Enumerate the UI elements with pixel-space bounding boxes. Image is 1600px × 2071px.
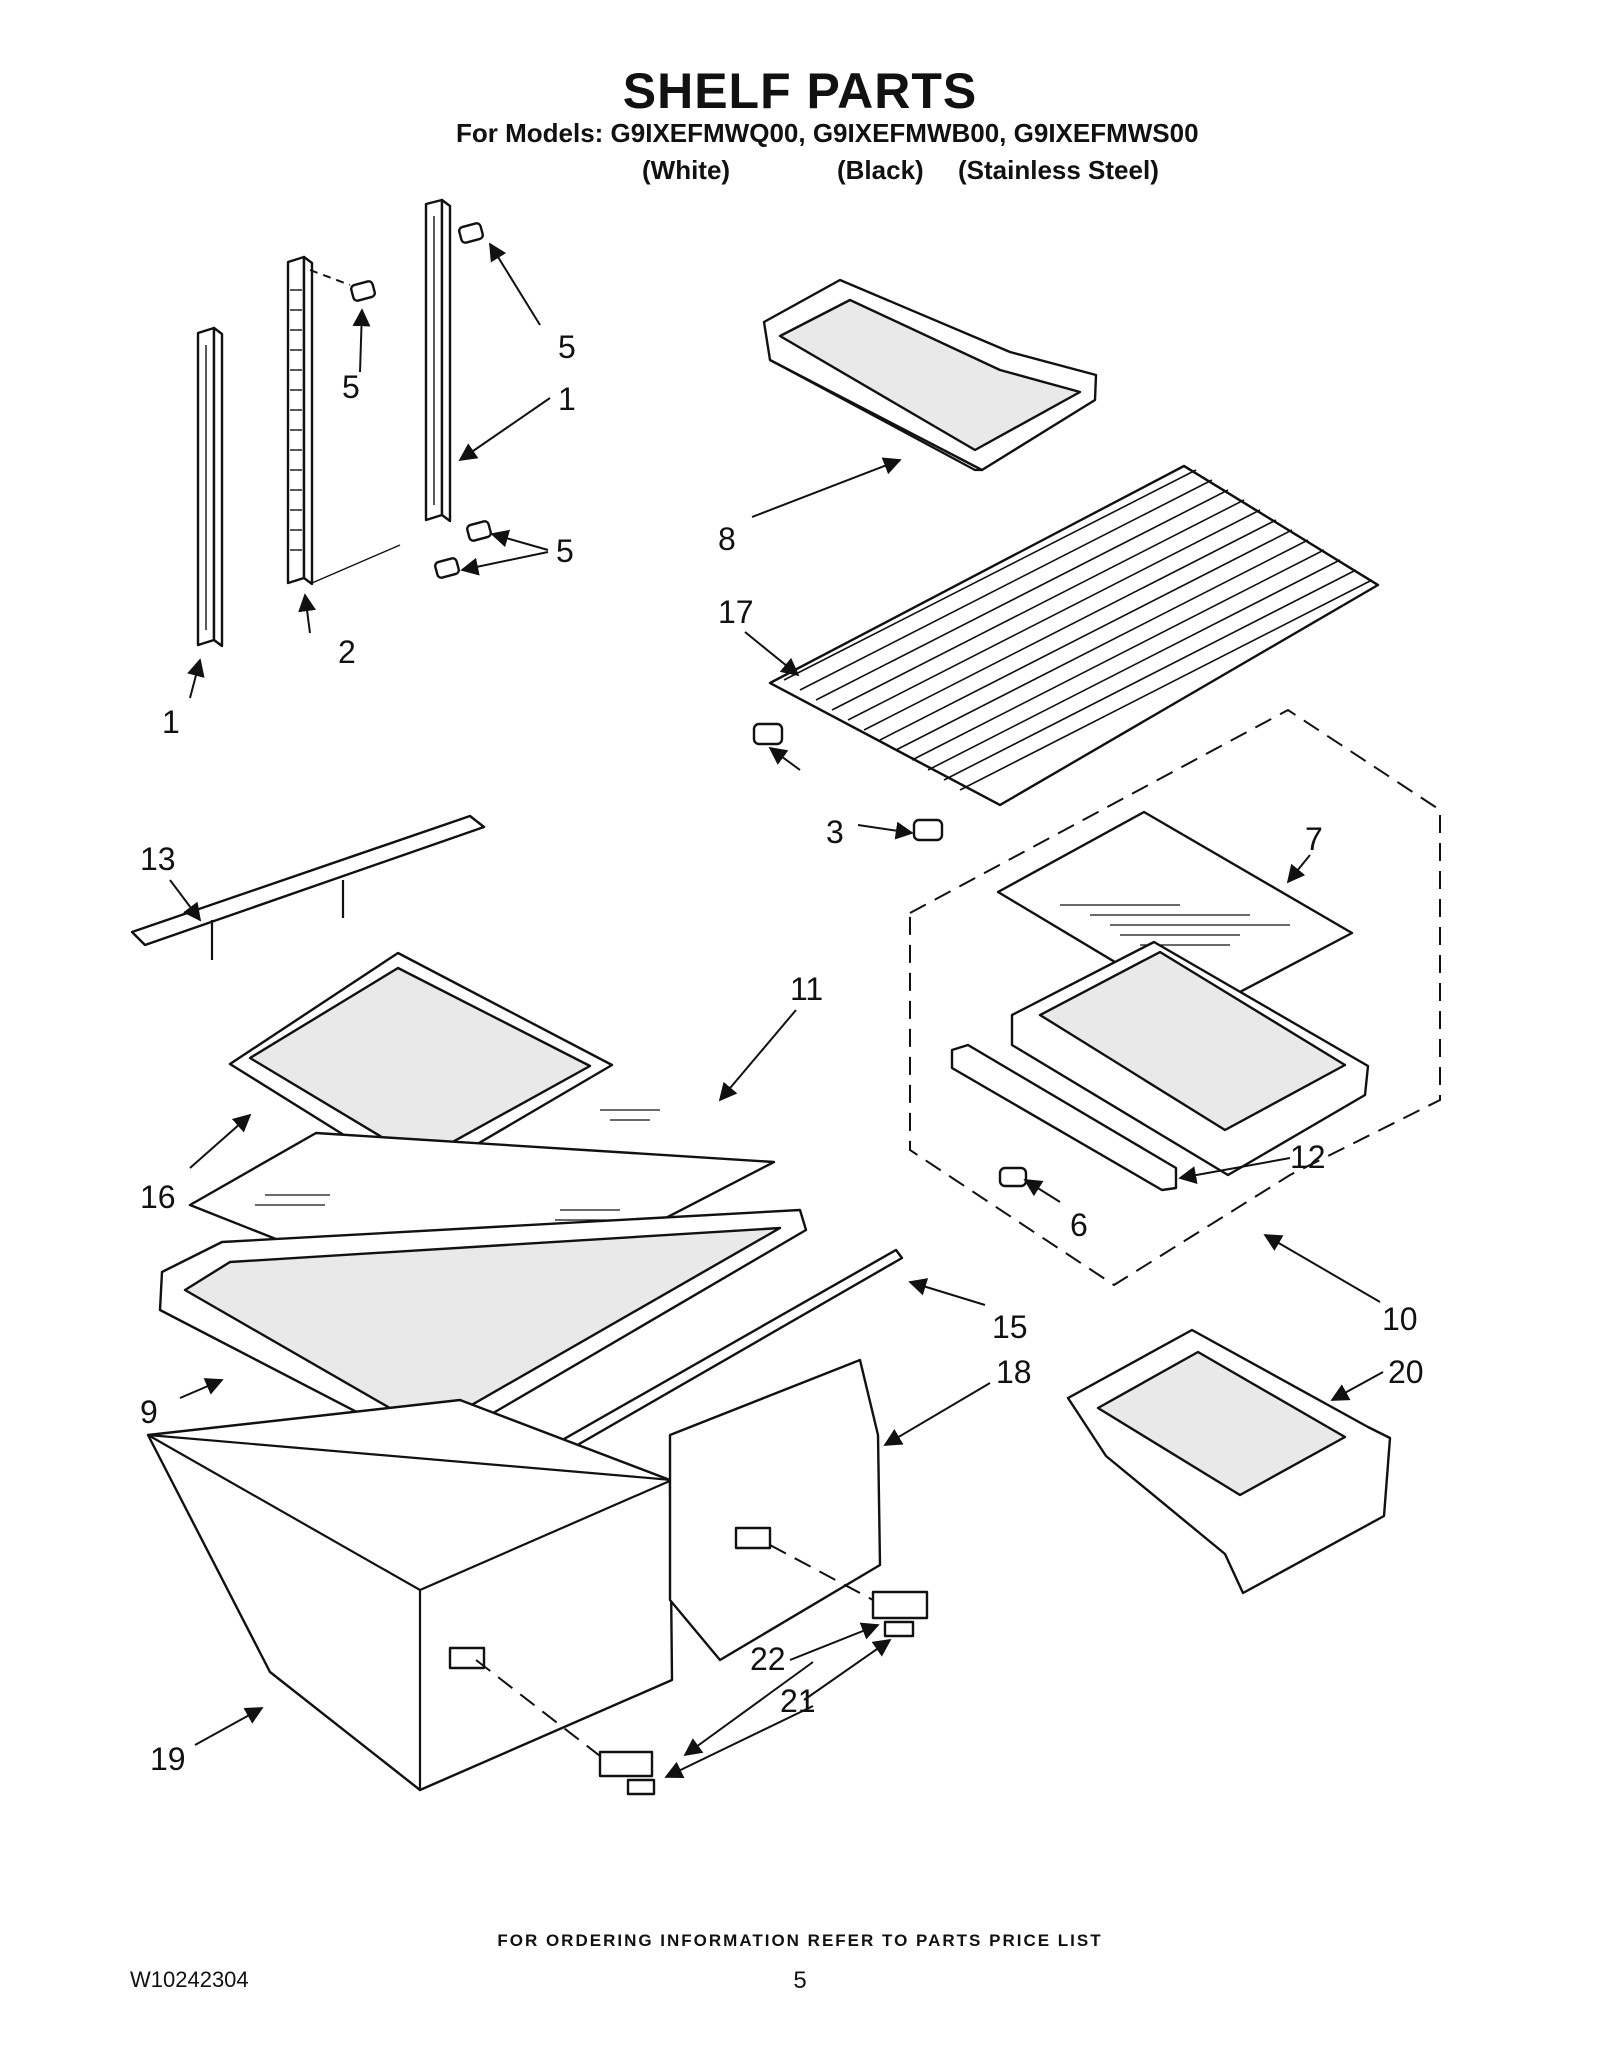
part-2-shelf-ladder xyxy=(286,255,401,586)
callout-10: 10 xyxy=(1382,1301,1418,1337)
callout-21: 21 xyxy=(780,1683,816,1719)
part-17-wire-shelf xyxy=(768,464,1380,807)
part-8-bin xyxy=(762,278,1098,472)
callout-12: 12 xyxy=(1290,1139,1326,1175)
callout-16: 16 xyxy=(140,1179,176,1215)
callout-17: 17 xyxy=(718,594,754,630)
part-9-shelf-frame xyxy=(158,1208,808,1452)
callout-18: 18 xyxy=(996,1354,1032,1390)
part-13-shelf-cover xyxy=(130,814,486,960)
part-21-clip xyxy=(626,1620,915,1796)
part-10-shelf-frame xyxy=(1010,940,1370,1177)
part-20-drawer xyxy=(1066,1328,1392,1595)
part-12-bracket xyxy=(950,1043,1178,1192)
callout-6: 6 xyxy=(1070,1207,1088,1243)
ordering-note: FOR ORDERING INFORMATION REFER TO PARTS … xyxy=(497,1931,1103,1950)
callout-13: 13 xyxy=(140,841,176,877)
callout-7: 7 xyxy=(1305,821,1323,857)
callout-8: 8 xyxy=(718,521,736,557)
callout-20: 20 xyxy=(1388,1354,1424,1390)
callout-22: 22 xyxy=(750,1641,786,1677)
page-title: SHELF PARTS xyxy=(622,63,978,119)
part-1-shelf-rail-left xyxy=(196,326,224,648)
callout-2: 2 xyxy=(338,634,356,670)
part-1-shelf-rail-right xyxy=(424,198,452,523)
part-3-shelf-pins xyxy=(752,722,944,842)
part-18-crisper-right xyxy=(668,1358,882,1662)
callout-9: 9 xyxy=(140,1394,158,1430)
callout-5: 5 xyxy=(342,369,360,405)
part-22-slider xyxy=(598,1590,929,1778)
callout-5: 5 xyxy=(558,329,576,365)
part-19-crisper-left xyxy=(146,1398,674,1792)
variant-stainless: (Stainless Steel) xyxy=(958,155,1159,185)
models-line: For Models: G9IXEFMWQ00, G9IXEFMWB00, G9… xyxy=(456,118,1199,148)
callout-15: 15 xyxy=(992,1309,1028,1345)
callout-5: 5 xyxy=(556,533,574,569)
callout-1: 1 xyxy=(162,704,180,740)
variant-black: (Black) xyxy=(837,155,924,185)
callout-1: 1 xyxy=(558,381,576,417)
callout-19: 19 xyxy=(150,1741,186,1777)
part-6-screw xyxy=(998,1166,1028,1188)
document-id: W10242304 xyxy=(130,1967,249,1992)
page-number: 5 xyxy=(793,1967,807,1994)
variant-white: (White) xyxy=(642,155,731,185)
callout-11: 11 xyxy=(790,971,823,1007)
part-5-screws xyxy=(309,222,492,579)
part-10-assembly-outline xyxy=(909,708,1441,1287)
callout-3: 3 xyxy=(826,814,844,850)
